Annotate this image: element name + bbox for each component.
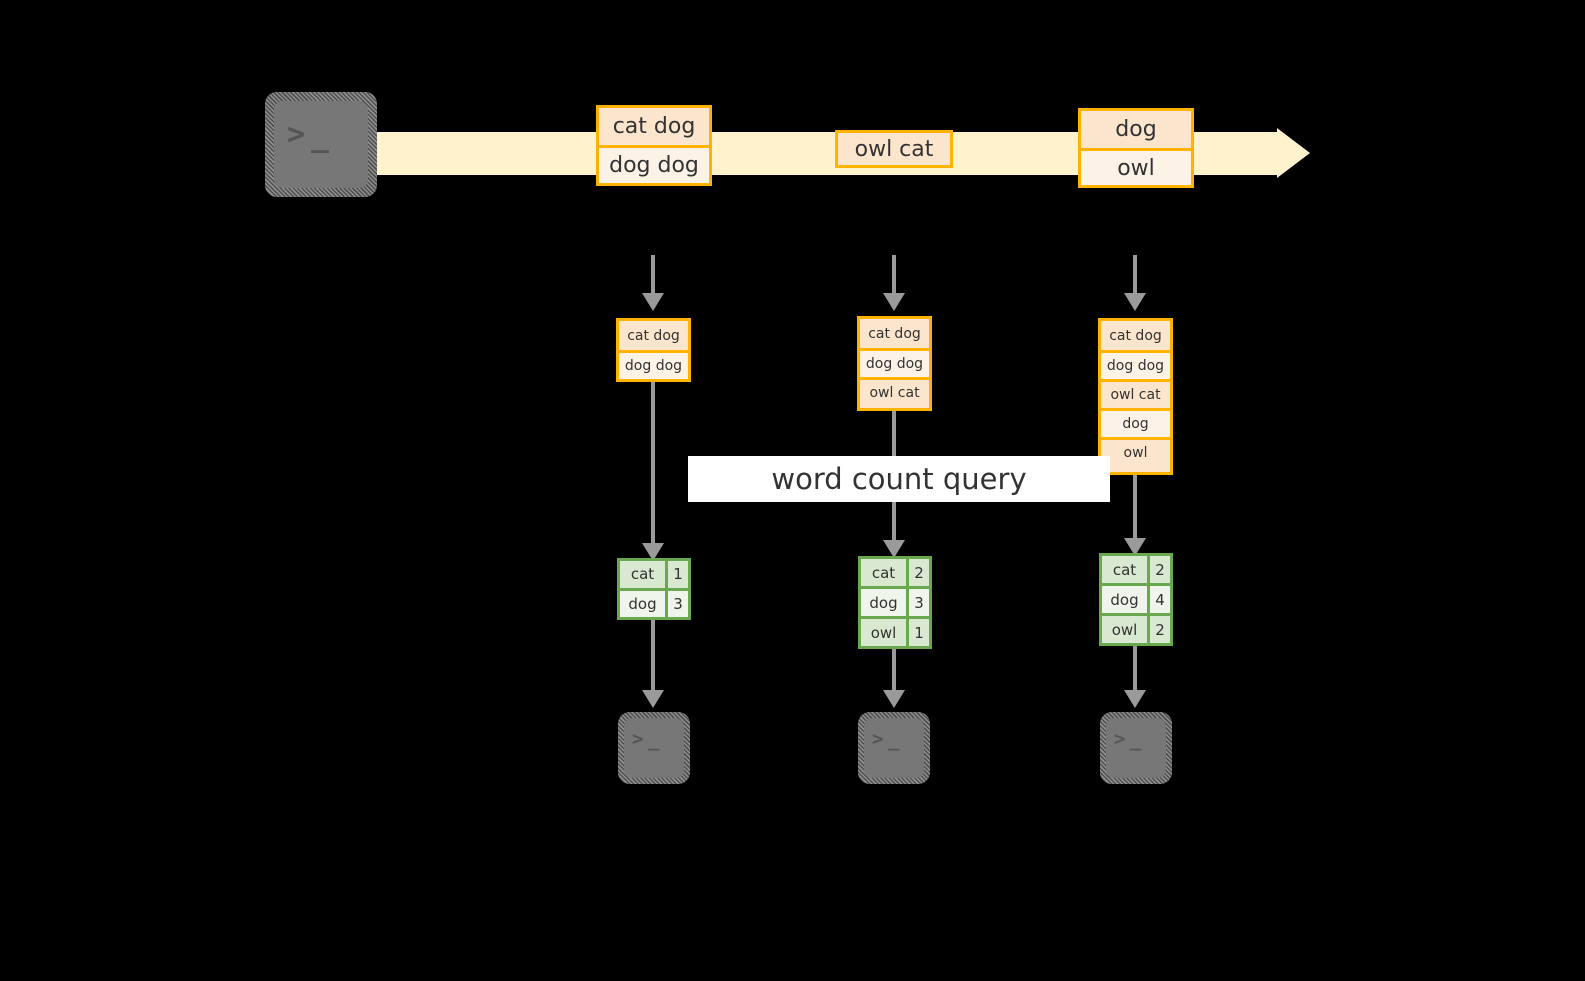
snapshot-1-feed-line (651, 255, 655, 295)
snapshot-2-result-row-1: cat 2 (861, 559, 929, 586)
snapshot-2-result-row-2-word: dog (861, 589, 906, 616)
snapshot-3-result-row-3: owl 2 (1102, 613, 1170, 643)
snapshot-1-query-line (651, 382, 655, 554)
snapshot-2-result-table: cat 2 dog 3 owl 1 (858, 556, 932, 649)
snapshot-2-sink-line (892, 649, 896, 697)
snapshot-2-input-line-1: cat dog (860, 319, 929, 348)
snapshot-3-result-row-2: dog 4 (1102, 583, 1170, 613)
terminal-body (624, 718, 684, 778)
terminal-prompt-glyph-2: > (632, 728, 644, 750)
snapshot-3-result-row-1-word: cat (1102, 556, 1147, 583)
snapshot-3-input-box: cat dog dog dog owl cat dog owl (1098, 318, 1173, 475)
snapshot-2-feed-line (892, 255, 896, 295)
snapshot-2-result-row-3-word: owl (861, 619, 906, 646)
snapshot-2-result-row-2-count: 3 (906, 589, 929, 616)
stream-event-1-line-1: cat dog (599, 108, 709, 145)
terminal-cursor-glyph: _ (311, 119, 330, 154)
snapshot-3-query-arrowhead (1124, 538, 1146, 556)
snapshot-1-query-arrowhead (642, 543, 664, 561)
stream-event-1-line-2: dog dog (599, 145, 709, 183)
snapshot-1-result-row-1: cat 1 (620, 561, 688, 588)
word-count-query-label: word count query (688, 456, 1110, 502)
snapshot-3-result-row-3-count: 2 (1147, 616, 1170, 643)
snapshot-3-result-row-3-word: owl (1102, 616, 1147, 643)
snapshot-2-query-arrowhead (883, 540, 905, 558)
terminal-cursor-glyph: _ (888, 729, 900, 751)
snapshot-2-result-row-3: owl 1 (861, 616, 929, 646)
snapshot-2-input-box: cat dog dog dog owl cat (857, 316, 932, 411)
snapshot-2-input-line-3: owl cat (860, 377, 929, 406)
terminal-body (864, 718, 924, 778)
snapshot-2-sink-terminal-icon: > _ (858, 712, 930, 784)
snapshot-3-input-line-5: owl (1101, 437, 1170, 466)
snapshot-2-result-row-3-count: 1 (906, 619, 929, 646)
snapshot-2-sink-arrowhead (883, 690, 905, 708)
snapshot-2-result-row-1-word: cat (861, 559, 906, 586)
snapshot-3-feed-line (1133, 255, 1137, 295)
snapshot-3-input-line-3: owl cat (1101, 379, 1170, 408)
stream-event-3: dog owl (1078, 108, 1194, 188)
snapshot-1-sink-arrowhead (642, 690, 664, 708)
terminal-prompt-glyph: > (287, 117, 306, 152)
snapshot-3-sink-arrowhead (1124, 690, 1146, 708)
snapshot-1-result-row-1-count: 1 (665, 561, 688, 588)
snapshot-1-result-row-2-word: dog (620, 590, 665, 617)
stream-event-1: cat dog dog dog (596, 105, 712, 186)
snapshot-1-feed-arrowhead (642, 293, 664, 311)
snapshot-1-input-line-1: cat dog (619, 321, 688, 350)
terminal-body (1106, 718, 1166, 778)
stream-event-2: owl cat (835, 130, 953, 168)
snapshot-3-sink-line (1133, 646, 1137, 697)
snapshot-1-input-box: cat dog dog dog (616, 318, 691, 382)
snapshot-3-result-table: cat 2 dog 4 owl 2 (1099, 553, 1173, 646)
terminal-cursor-glyph: _ (1130, 729, 1142, 751)
snapshot-3-result-row-1-count: 2 (1147, 556, 1170, 583)
snapshot-1-result-row-2: dog 3 (620, 587, 688, 617)
snapshot-3-feed-arrowhead (1124, 293, 1146, 311)
snapshot-3-input-line-1: cat dog (1101, 321, 1170, 350)
terminal-body (274, 101, 368, 188)
snapshot-3-input-line-4: dog (1101, 408, 1170, 437)
snapshot-3-result-row-2-count: 4 (1147, 586, 1170, 613)
terminal-prompt-glyph: > (872, 728, 884, 750)
snapshot-1-result-row-2-count: 3 (665, 590, 688, 617)
stream-event-3-line-2: owl (1081, 148, 1191, 185)
snapshot-1-result-row-1-word: cat (620, 561, 665, 588)
stream-event-3-line-1: dog (1081, 111, 1191, 148)
snapshot-2-result-row-2: dog 3 (861, 586, 929, 616)
snapshot-1-sink-line (651, 620, 655, 695)
stream-event-2-line-1: owl cat (838, 133, 950, 165)
snapshot-3-input-line-2: dog dog (1101, 350, 1170, 379)
snapshot-3-sink-terminal-icon: > _ (1100, 712, 1172, 784)
snapshot-2-result-row-1-count: 2 (906, 559, 929, 586)
snapshot-2-feed-arrowhead (883, 293, 905, 311)
stream-arrow-head (1277, 128, 1310, 178)
snapshot-3-query-line (1133, 475, 1137, 552)
snapshot-1-input-line-2: dog dog (619, 350, 688, 379)
snapshot-1-result-table: cat 1 dog 3 (617, 558, 691, 620)
source-terminal-icon: > _ (265, 92, 377, 197)
terminal-cursor-glyph: _ (648, 729, 660, 751)
terminal-prompt-glyph: > (1114, 728, 1126, 750)
snapshot-3-result-row-2-word: dog (1102, 586, 1147, 613)
snapshot-1-sink-terminal-icon: > _ (618, 712, 690, 784)
snapshot-3-result-row-1: cat 2 (1102, 556, 1170, 583)
snapshot-2-input-line-2: dog dog (860, 348, 929, 377)
